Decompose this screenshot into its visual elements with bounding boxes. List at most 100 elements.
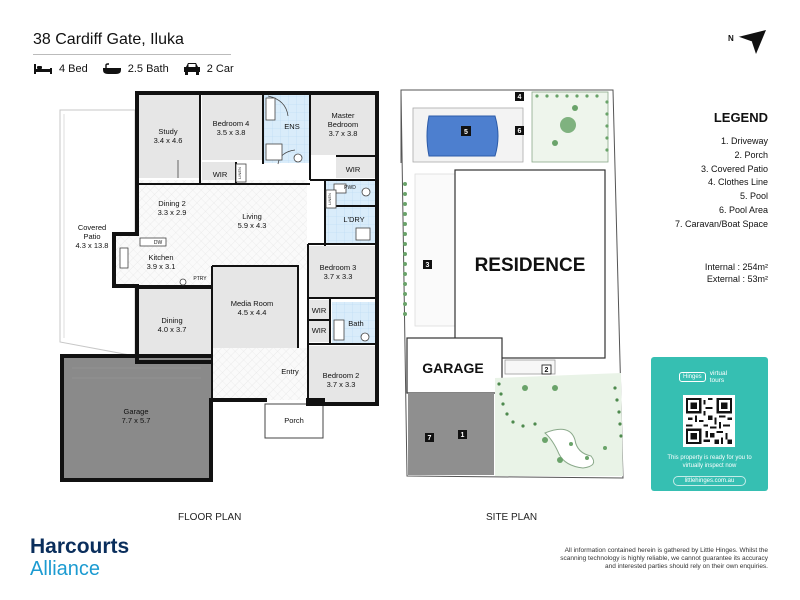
driveway <box>408 393 494 475</box>
legend-item-7: 7. Caravan/Boat Space <box>674 218 768 229</box>
ens-name: ENS <box>284 122 299 131</box>
room-bedroom3-floor <box>308 246 375 298</box>
linen-cupboard-2 <box>325 189 337 209</box>
feature-bath-label: 2.5 Bath <box>127 62 169 75</box>
brand-line-1: virtual <box>709 370 728 377</box>
wir1-name: WIR <box>213 170 228 179</box>
entry-name: Entry <box>281 367 299 376</box>
room-wir1-floor <box>202 162 236 184</box>
internal-area-label: Internal <box>704 262 735 272</box>
ensuite-fixtures <box>119 97 371 342</box>
room-entry-floor <box>212 348 308 400</box>
car-icon <box>183 63 200 75</box>
room-bedroom2-floor <box>308 346 375 404</box>
ptry-label: PTRY <box>193 276 207 282</box>
floor-plan: Study 3.4 x 4.6 Bedroom 4 3.5 x 3.8 ENS … <box>59 91 379 482</box>
walls <box>60 91 379 482</box>
virtual-tour-url[interactable]: littlehinges.com.au <box>673 476 746 486</box>
external-area-label: External <box>706 274 740 284</box>
bath-icon <box>102 62 121 74</box>
marker-7: 7 <box>428 435 432 442</box>
virtual-tour-card[interactable]: Hinges virtual tours This property is re… <box>651 357 768 491</box>
marker-5: 5 <box>464 129 468 136</box>
feature-bed-label: 4 Bed <box>59 62 88 75</box>
legend-item-1: 1. Driveway <box>720 136 768 146</box>
room-wir3-floor <box>308 300 330 320</box>
interior-walls <box>137 93 377 404</box>
wir4-name: WIR <box>312 326 327 335</box>
feature-car: 2 Car <box>183 62 234 75</box>
property-features: 4 Bed 2.5 Bath 2 Car <box>33 62 234 75</box>
bed-icon <box>34 63 52 74</box>
marker-4: 4 <box>518 94 522 101</box>
agency-logo: Harcourts Alliance <box>30 536 129 581</box>
legend-title: LEGEND <box>713 110 768 125</box>
room-wir4-floor <box>308 320 330 342</box>
marker-3: 3 <box>426 262 430 269</box>
living-name: Living <box>242 212 262 221</box>
qr-code-icon[interactable] <box>683 395 735 447</box>
residence-label: RESIDENCE <box>475 255 586 276</box>
legend-item-2: 2. Porch <box>734 149 768 160</box>
internal-area-value: 254m² <box>742 262 768 272</box>
virtual-tour-brand: virtual tours <box>710 370 727 384</box>
linen1-label: LINEN <box>237 167 242 179</box>
internal-area: Internal : 254m² <box>704 262 768 272</box>
site-garage-label: GARAGE <box>422 360 483 376</box>
bedroom4-name: Bedroom 4 <box>213 119 250 128</box>
linen-cupboard-1 <box>235 163 247 183</box>
bedroom4-size: 3.5 x 3.8 <box>217 128 246 137</box>
garage-size: 7.7 x 5.7 <box>122 416 151 425</box>
legend-list: 1. Driveway 2. Porch 3. Covered Patio 4.… <box>675 135 768 232</box>
residence-footprint <box>454 169 606 359</box>
bedroom3-size: 3.7 x 3.3 <box>324 272 353 281</box>
site-garage <box>406 337 503 394</box>
compass-arrow-icon <box>737 30 766 54</box>
kitchen-name: Kitchen <box>148 253 173 262</box>
floor-plan-caption: FLOOR PLAN <box>178 512 242 523</box>
agency-office: Alliance <box>30 558 101 580</box>
feature-bed: 4 Bed <box>33 63 88 75</box>
dining-size: 4.0 x 3.7 <box>158 325 187 334</box>
bedroom3-name: Bedroom 3 <box>320 263 357 272</box>
garage-name: Garage <box>123 407 148 416</box>
marker-2: 2 <box>545 367 549 374</box>
master-name: Master <box>332 111 355 120</box>
media-size: 4.5 x 4.4 <box>238 308 267 317</box>
external-area-value: 53m² <box>747 274 768 284</box>
virtual-tour-text: This property is ready for you to virtua… <box>667 455 752 469</box>
disclaimer: All information contained herein is gath… <box>560 547 768 570</box>
feature-bath: 2.5 Bath <box>102 63 169 75</box>
legend-item-6: 6. Pool Area <box>718 204 768 215</box>
patio-name2: Patio <box>83 232 100 241</box>
room-porch-floor <box>264 403 324 439</box>
virtual-tour-logo: Hinges virtual tours <box>679 370 727 384</box>
feature-car-label: 2 Car <box>206 62 234 75</box>
room-study-floor <box>137 95 199 178</box>
property-address: 38 Cardiff Gate, Iluka <box>33 31 184 48</box>
wir3-name: WIR <box>312 306 327 315</box>
dining-name: Dining <box>161 316 182 325</box>
media-name: Media Room <box>231 299 274 308</box>
address-divider <box>33 54 231 55</box>
hedge-left <box>403 182 407 316</box>
study-size: 3.4 x 4.6 <box>154 136 183 145</box>
pwd-name: PWD <box>344 185 356 191</box>
porch-name: Porch <box>284 416 304 425</box>
area-summary: Internal : 254m² External : 53m² <box>705 261 768 285</box>
marker-6: 6 <box>518 128 522 135</box>
hinges-badge: Hinges <box>679 372 706 382</box>
patio-name: Covered <box>78 223 106 232</box>
site-plan-caption: SITE PLAN <box>486 512 538 523</box>
room-bedroom4-floor <box>202 95 262 160</box>
site-markers: 1 2 3 4 5 6 7 <box>423 92 552 442</box>
patio-size: 4.3 x 13.8 <box>76 241 109 250</box>
patio-strip <box>414 173 456 327</box>
master-name2: Bedroom <box>328 120 358 129</box>
external-area: External : 53m² <box>706 274 768 284</box>
room-garage-floor <box>62 358 211 480</box>
brand-line-2: tours <box>709 377 725 384</box>
legend-item-5: 5. Pool <box>739 191 768 202</box>
room-wir2-floor <box>336 157 375 178</box>
marker-1: 1 <box>461 432 465 439</box>
